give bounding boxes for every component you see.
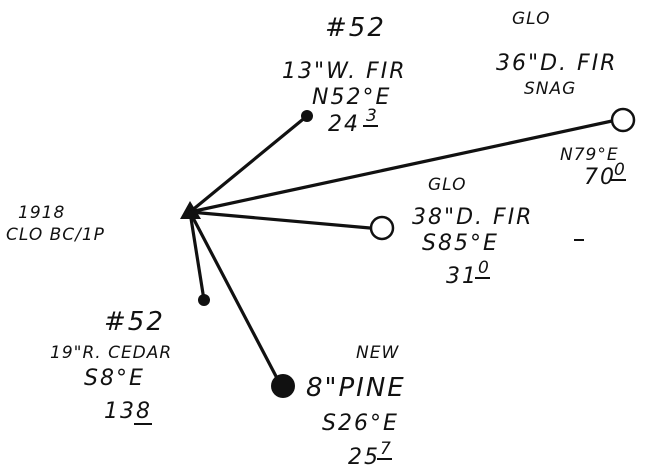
label-pine-new-line-4: 25 bbox=[348, 445, 380, 470]
corner-monument: 1918 CLO BC/1P bbox=[6, 201, 201, 245]
label-fir-glo-line-1: GLO bbox=[428, 175, 467, 195]
ray-to-pine-new bbox=[188, 210, 281, 384]
ray-to-fir-glo bbox=[188, 210, 372, 230]
label-snag-glo-fraction: 0 bbox=[614, 160, 626, 180]
label-fir-glo: GLO 38"D. FIR S85°E 31 0 bbox=[412, 175, 584, 289]
label-cedar-52: #52 19"R. CEDAR S8°E 13 8 bbox=[50, 307, 172, 425]
label-fir-52-line-2: 13"W. FIR bbox=[282, 59, 407, 84]
label-snag-glo-line-5: 70 bbox=[584, 165, 616, 190]
tree-marker-snag-glo bbox=[610, 107, 636, 133]
label-pine-new-line-2: 8"PINE bbox=[306, 373, 406, 403]
corner-type-label: CLO BC/1P bbox=[6, 225, 105, 245]
ray-to-fir-52 bbox=[188, 114, 309, 214]
label-cedar-52-fraction: 8 bbox=[136, 399, 152, 424]
label-snag-glo-line-1: GLO bbox=[512, 9, 551, 29]
label-fir-glo-line-2: 38"D. FIR bbox=[412, 205, 533, 230]
tree-marker-fir-52 bbox=[301, 110, 313, 122]
tree-marker-cedar-52 bbox=[198, 294, 210, 306]
label-snag-glo-line-2: 36"D. FIR bbox=[496, 51, 617, 76]
label-cedar-52-line-1: #52 bbox=[104, 307, 165, 337]
label-pine-new-line-1: NEW bbox=[356, 343, 399, 363]
label-fir-52: #52 13"W. FIR N52°E 24 3 bbox=[282, 13, 407, 137]
label-fir-52-line-4: 24 bbox=[328, 112, 360, 137]
label-snag-glo-line-4: N79°E bbox=[560, 145, 619, 165]
label-cedar-52-line-4: 13 bbox=[104, 399, 136, 424]
corner-date-label: 1918 bbox=[18, 203, 65, 223]
label-pine-new-line-3: S26°E bbox=[322, 411, 399, 436]
label-cedar-52-line-3: S8°E bbox=[84, 366, 145, 391]
label-pine-new: NEW 8"PINE S26°E 25 7 bbox=[306, 343, 406, 470]
ray-to-snag-glo bbox=[188, 119, 614, 214]
label-fir-glo-fraction: 0 bbox=[478, 258, 490, 278]
label-pine-new-fraction: 7 bbox=[380, 439, 392, 459]
label-snag-glo-line-3: SNAG bbox=[524, 79, 576, 99]
label-fir-52-fraction: 3 bbox=[366, 106, 378, 126]
tree-marker-pine-new bbox=[271, 374, 295, 398]
label-fir-glo-line-4: 31 bbox=[446, 264, 478, 289]
label-snag-glo: GLO 36"D. FIR SNAG N79°E 70 0 bbox=[496, 9, 626, 190]
label-fir-52-line-1: #52 bbox=[325, 13, 386, 43]
tree-marker-fir-glo bbox=[369, 215, 395, 241]
label-cedar-52-line-2: 19"R. CEDAR bbox=[50, 343, 172, 363]
label-fir-glo-line-3: S85°E bbox=[422, 231, 499, 256]
ray-to-cedar-52 bbox=[188, 210, 206, 302]
label-fir-52-line-3: N52°E bbox=[312, 85, 391, 110]
